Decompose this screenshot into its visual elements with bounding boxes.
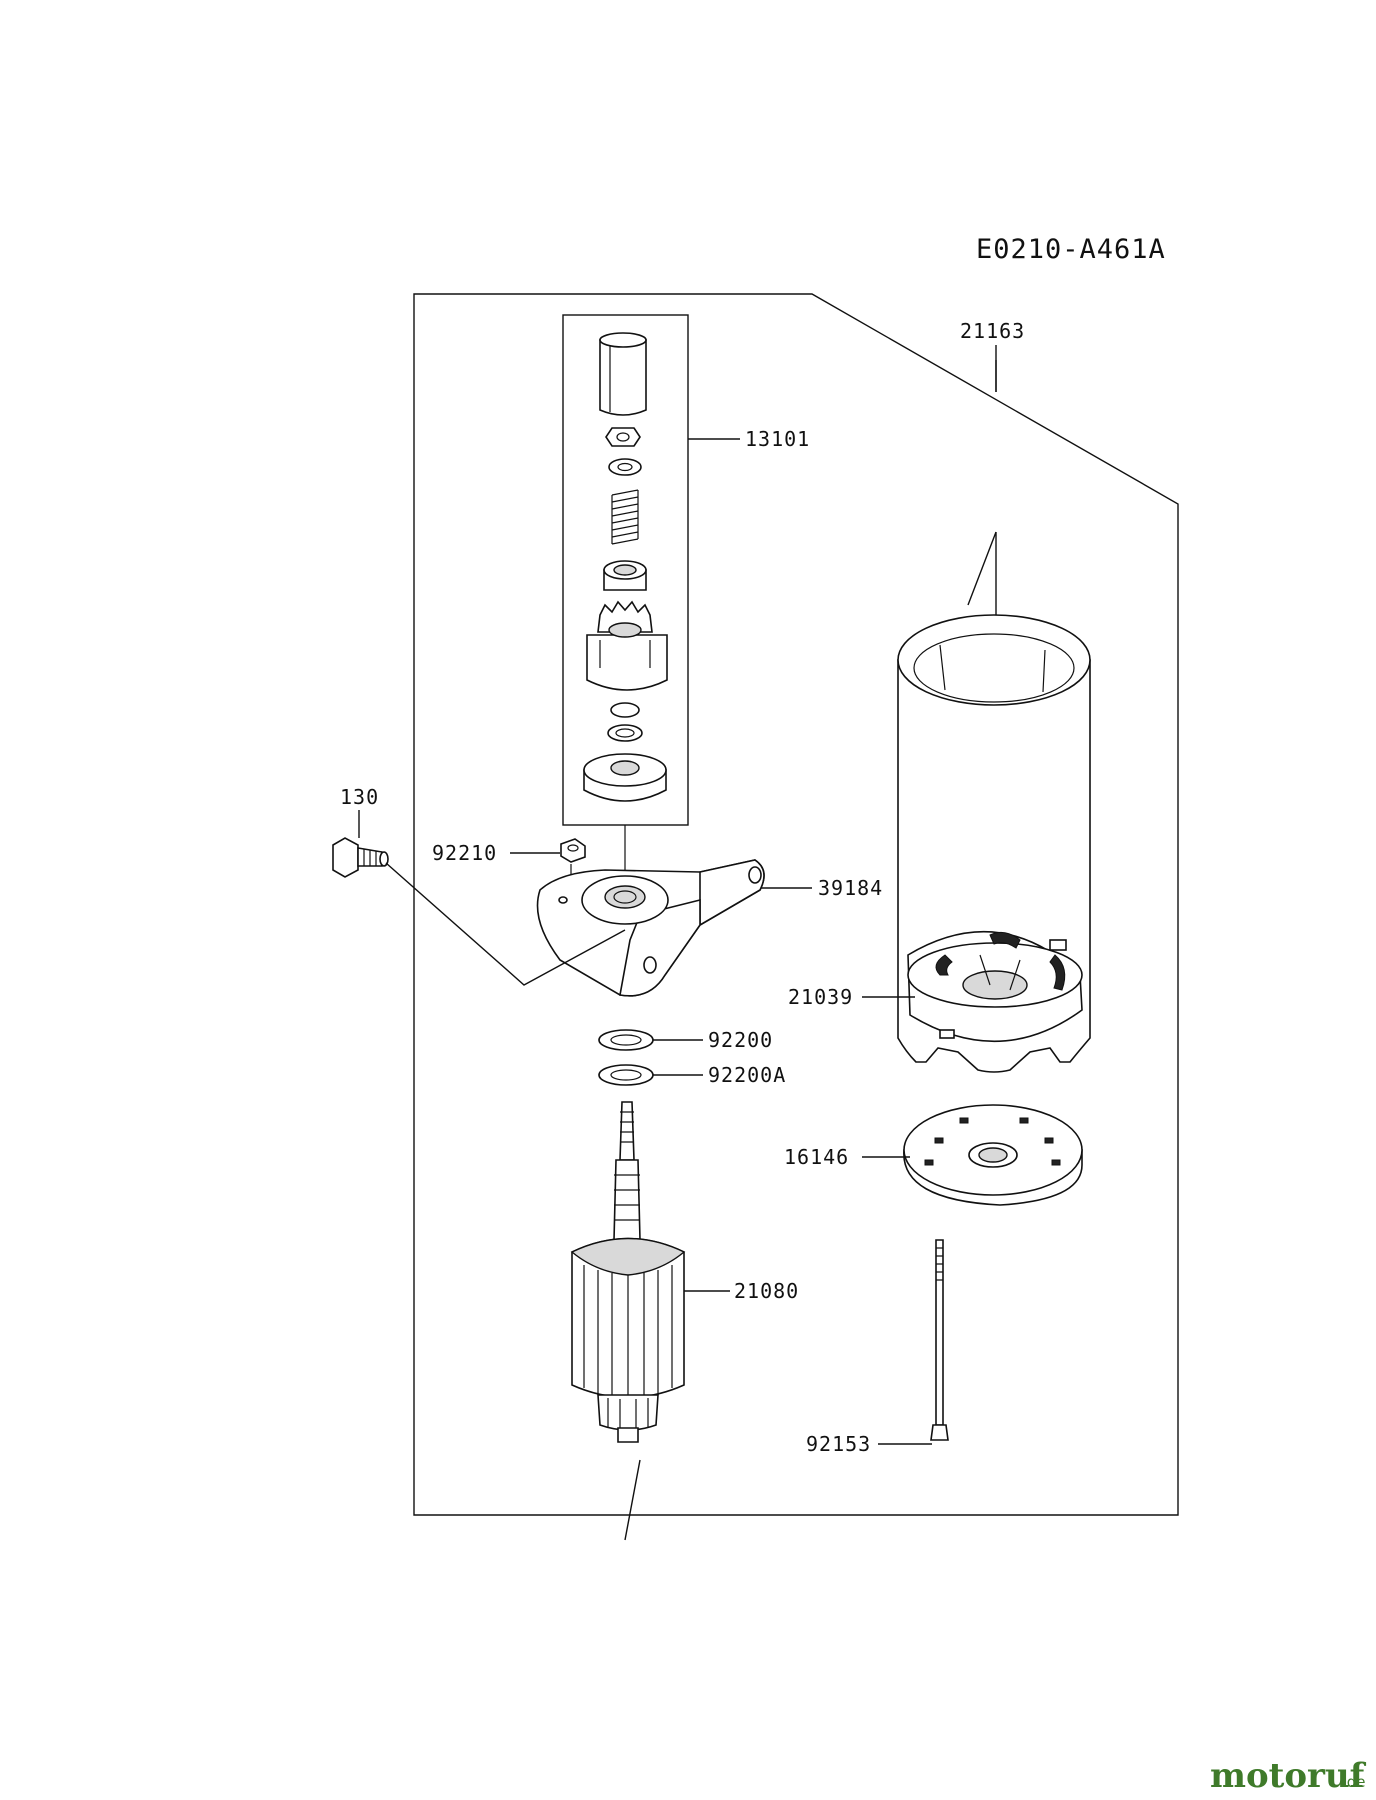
watermark-suffix: .de [1342, 1773, 1366, 1791]
armature-21080-drawing [570, 1101, 686, 1541]
brush-holder-21039-drawing [907, 931, 1083, 1043]
through-bolt-92153-drawing [930, 1239, 949, 1441]
bolt-130-drawing [332, 837, 389, 878]
pinion-kit-drawing [583, 332, 668, 882]
callout-39184[interactable]: 39184 [818, 876, 883, 900]
callout-130[interactable]: 130 [340, 785, 379, 809]
bracket-39184-drawing [536, 859, 765, 997]
callout-92210[interactable]: 92210 [432, 841, 497, 865]
watermark-logo: motoruf .de [1210, 1756, 1367, 1796]
callout-21080[interactable]: 21080 [734, 1279, 799, 1303]
diagram-code: E0210-A461A [976, 234, 1166, 265]
end-plate-16146-drawing [903, 1104, 1083, 1206]
watermark-brand: motoruf [1210, 1756, 1367, 1796]
callout-92200[interactable]: 92200 [708, 1028, 773, 1052]
washers-drawing [598, 1029, 654, 1086]
callout-13101[interactable]: 13101 [745, 427, 810, 451]
assembly-frame [413, 293, 1179, 1516]
callout-16146[interactable]: 16146 [784, 1145, 849, 1169]
callout-21163[interactable]: 21163 [960, 319, 1025, 343]
callout-92153[interactable]: 92153 [806, 1432, 871, 1456]
callout-21039[interactable]: 21039 [788, 985, 853, 1009]
callout-92200A[interactable]: 92200A [708, 1063, 786, 1087]
